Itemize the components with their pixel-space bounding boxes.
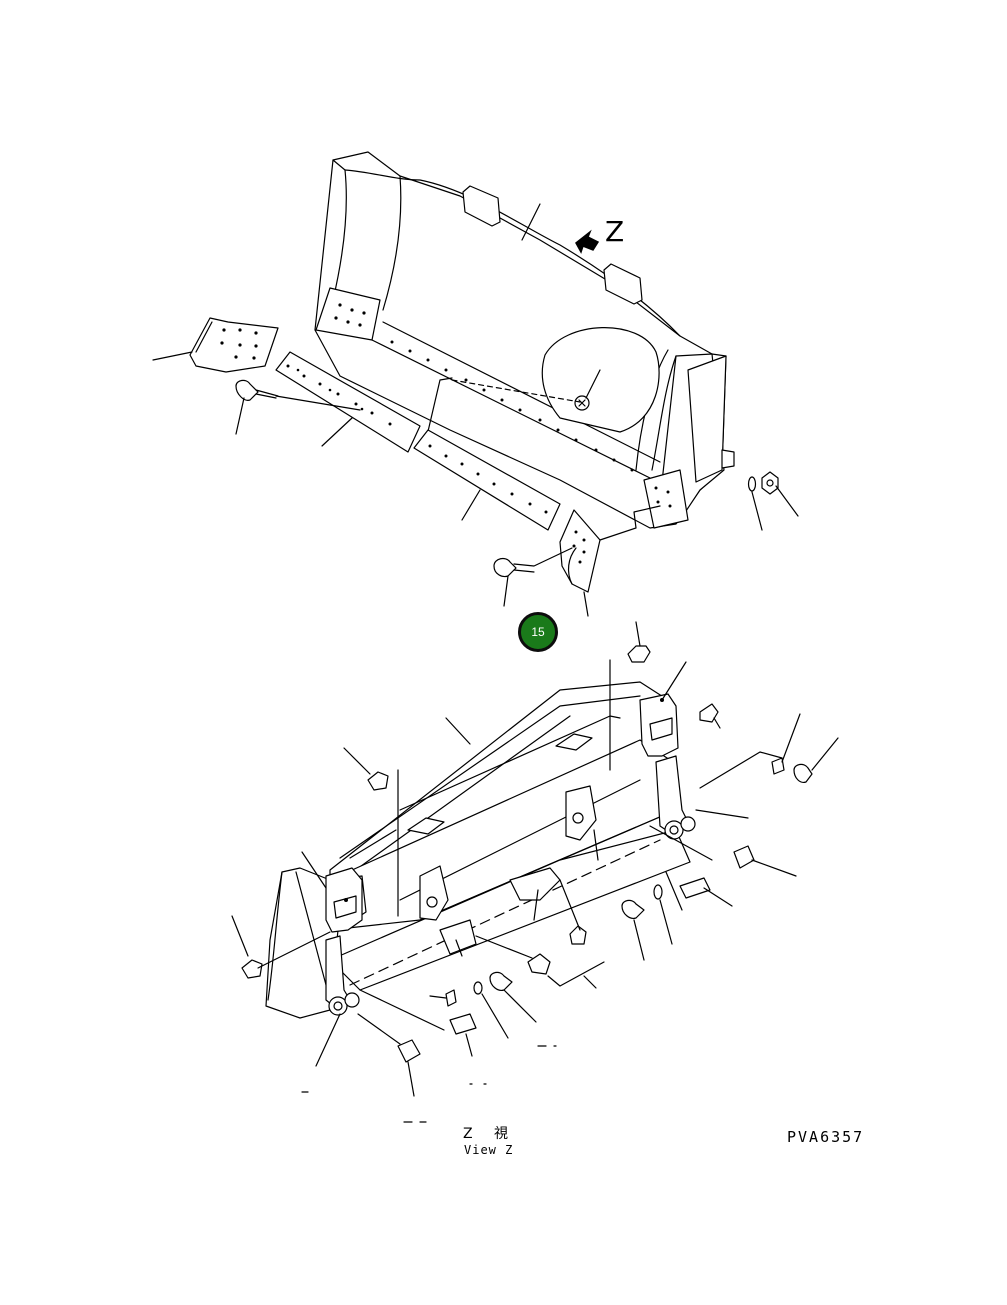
callout-badge[interactable]: 15 [518, 612, 558, 652]
blade-right-corner-plate [643, 469, 689, 529]
view-title-en: View Z [464, 1143, 514, 1157]
pin-lower [449, 1013, 477, 1035]
frame-assembly [265, 659, 696, 1019]
cutting-edge-2 [413, 429, 561, 531]
bushing-right [733, 845, 755, 869]
washer [747, 476, 757, 492]
grease-fitting-right [699, 703, 719, 723]
cutting-edge-1 [275, 351, 421, 453]
bolt-right [621, 899, 645, 919]
view-title-jp: Z 視 [463, 1126, 510, 1142]
pin-right [679, 877, 711, 899]
right-end-bit-bolt [493, 557, 517, 578]
blade-top-lug-1 [462, 185, 501, 227]
left-end-bit [189, 317, 279, 373]
nut [761, 471, 779, 495]
blade-back-panel [541, 327, 660, 433]
view-z-label: Z [605, 215, 625, 248]
center-support [509, 867, 561, 901]
washer-lower [473, 981, 483, 995]
center-bracket-left [419, 865, 449, 921]
lock-plate [771, 757, 785, 775]
lower-loose-parts [231, 621, 839, 1123]
blade-assembly [314, 151, 735, 529]
blade-left-corner-plate [315, 287, 381, 341]
grease-fitting-left [367, 771, 389, 791]
center-bracket-right [565, 785, 597, 841]
end-bit-bolt [235, 379, 259, 401]
upper-loose-parts [152, 203, 799, 617]
grease-fitting-center [569, 925, 587, 945]
blade-top-lug-2 [603, 263, 643, 305]
callout-number: 15 [531, 625, 545, 639]
bolt-lower [489, 971, 513, 991]
right-bolt [793, 763, 813, 783]
washer-right [653, 884, 663, 900]
grease-fitting-bottom [527, 953, 551, 975]
drawing-code: PVA6357 [787, 1128, 865, 1146]
grease-fitting-top [627, 645, 651, 663]
grease-fitting-lower-left [241, 959, 263, 979]
right-end-bit [559, 509, 601, 593]
bushing-left [397, 1039, 421, 1063]
view-z-arrow [575, 229, 600, 254]
lock-plate-lower [445, 989, 457, 1007]
